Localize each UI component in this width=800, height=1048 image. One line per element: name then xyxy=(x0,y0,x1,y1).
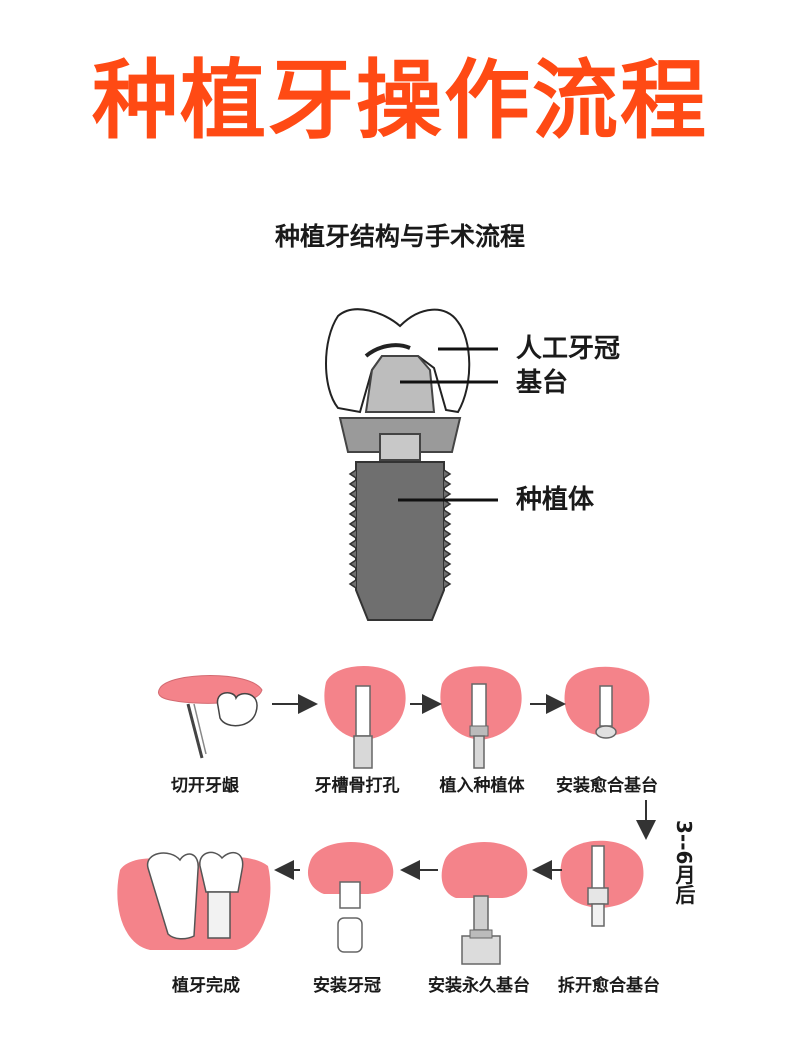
step-4-illustration xyxy=(564,666,650,739)
step-5-illustration xyxy=(560,840,644,927)
step-label-3: 植入种植体 xyxy=(439,776,525,796)
abutment-shape xyxy=(364,355,436,413)
implant-threads xyxy=(348,469,452,589)
step-label-2: 牙槽骨打孔 xyxy=(314,776,400,796)
step-8-illustration xyxy=(117,851,271,950)
step-label-8: 植牙完成 xyxy=(172,976,240,996)
step-label-7: 安装牙冠 xyxy=(313,976,381,996)
page-title: 种植牙操作流程 xyxy=(92,51,708,151)
step-label-1: 切开牙龈 xyxy=(171,776,239,796)
crown-shape xyxy=(325,308,471,414)
step-6-illustration xyxy=(441,842,528,965)
label-crown: 人工牙冠 xyxy=(516,334,621,364)
crown-cut-line xyxy=(364,343,411,358)
step-7-illustration xyxy=(307,842,394,953)
step-2-illustration xyxy=(324,665,406,769)
step-label-4: 安装愈合基台 xyxy=(556,776,658,796)
abutment-neck-shape xyxy=(379,433,421,461)
label-abutment: 基台 xyxy=(516,368,569,398)
label-implant: 种植体 xyxy=(516,485,595,515)
page-subtitle: 种植牙结构与手术流程 xyxy=(274,222,525,251)
step-label-6: 安装永久基台 xyxy=(428,976,530,996)
step-3-illustration xyxy=(440,666,522,769)
healing-period-label: 3--6月后 xyxy=(672,820,696,905)
step-1-illustration xyxy=(157,675,263,759)
step-label-5: 拆开愈合基台 xyxy=(558,976,660,996)
